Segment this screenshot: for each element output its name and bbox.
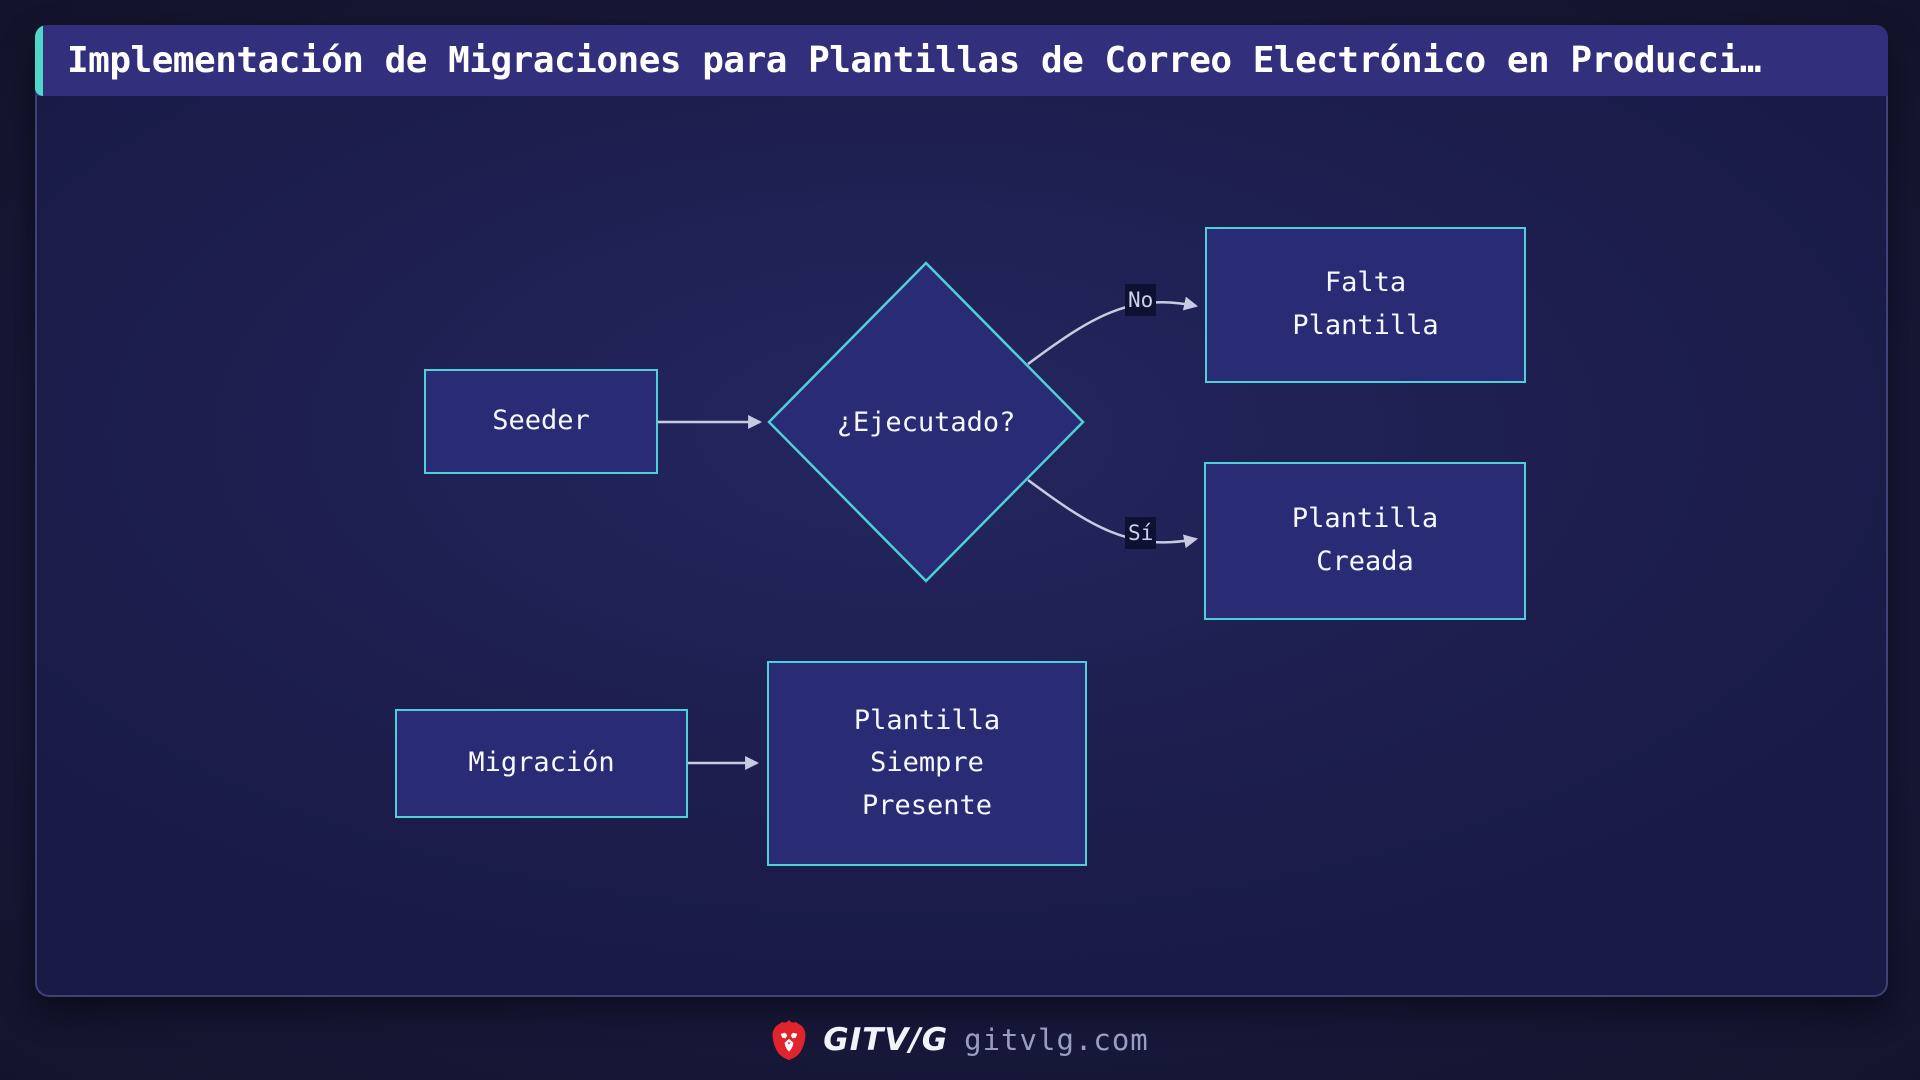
brand-site-url: gitvlg.com — [964, 1023, 1149, 1057]
edge-ejecutado-falta-plantilla — [1027, 296, 1199, 366]
node-migracion-label: Migración — [468, 747, 615, 779]
diagram-title: Implementación de Migraciones para Plant… — [67, 40, 1761, 81]
node-plantilla-siempre-presente-label: Plantilla Siempre Presente — [853, 704, 1001, 821]
title-accent-bar — [35, 25, 43, 96]
edge-label-si: Sí — [1125, 517, 1157, 550]
node-seeder-label: Seeder — [492, 405, 590, 437]
lion-icon — [772, 1020, 806, 1060]
node-ejecutado-diamond — [767, 261, 1085, 583]
node-seeder: Seeder — [424, 369, 658, 474]
node-falta-plantilla-label: Falta Plantilla — [1292, 267, 1439, 341]
node-migracion: Migración — [395, 709, 688, 818]
node-ejecutado-label: ¿Ejecutado? — [836, 406, 1016, 438]
node-ejecutado: ¿Ejecutado? — [776, 390, 1076, 454]
brand-name: GITV/G — [823, 1022, 949, 1058]
node-plantilla-creada-label: Plantilla Creada — [1291, 503, 1439, 577]
node-plantilla-siempre-presente: Plantilla Siempre Presente — [767, 661, 1087, 866]
node-falta-plantilla: Falta Plantilla — [1205, 227, 1526, 383]
footer-brand-bar: GITV/G gitvlg.com — [0, 1008, 1920, 1072]
edge-migracion-plantilla-creada — [1027, 478, 1199, 549]
edge-label-no: No — [1125, 284, 1157, 317]
node-plantilla-creada: Plantilla Creada — [1204, 462, 1526, 620]
diagram-title-bar: Implementación de Migraciones para Plant… — [35, 25, 1888, 96]
